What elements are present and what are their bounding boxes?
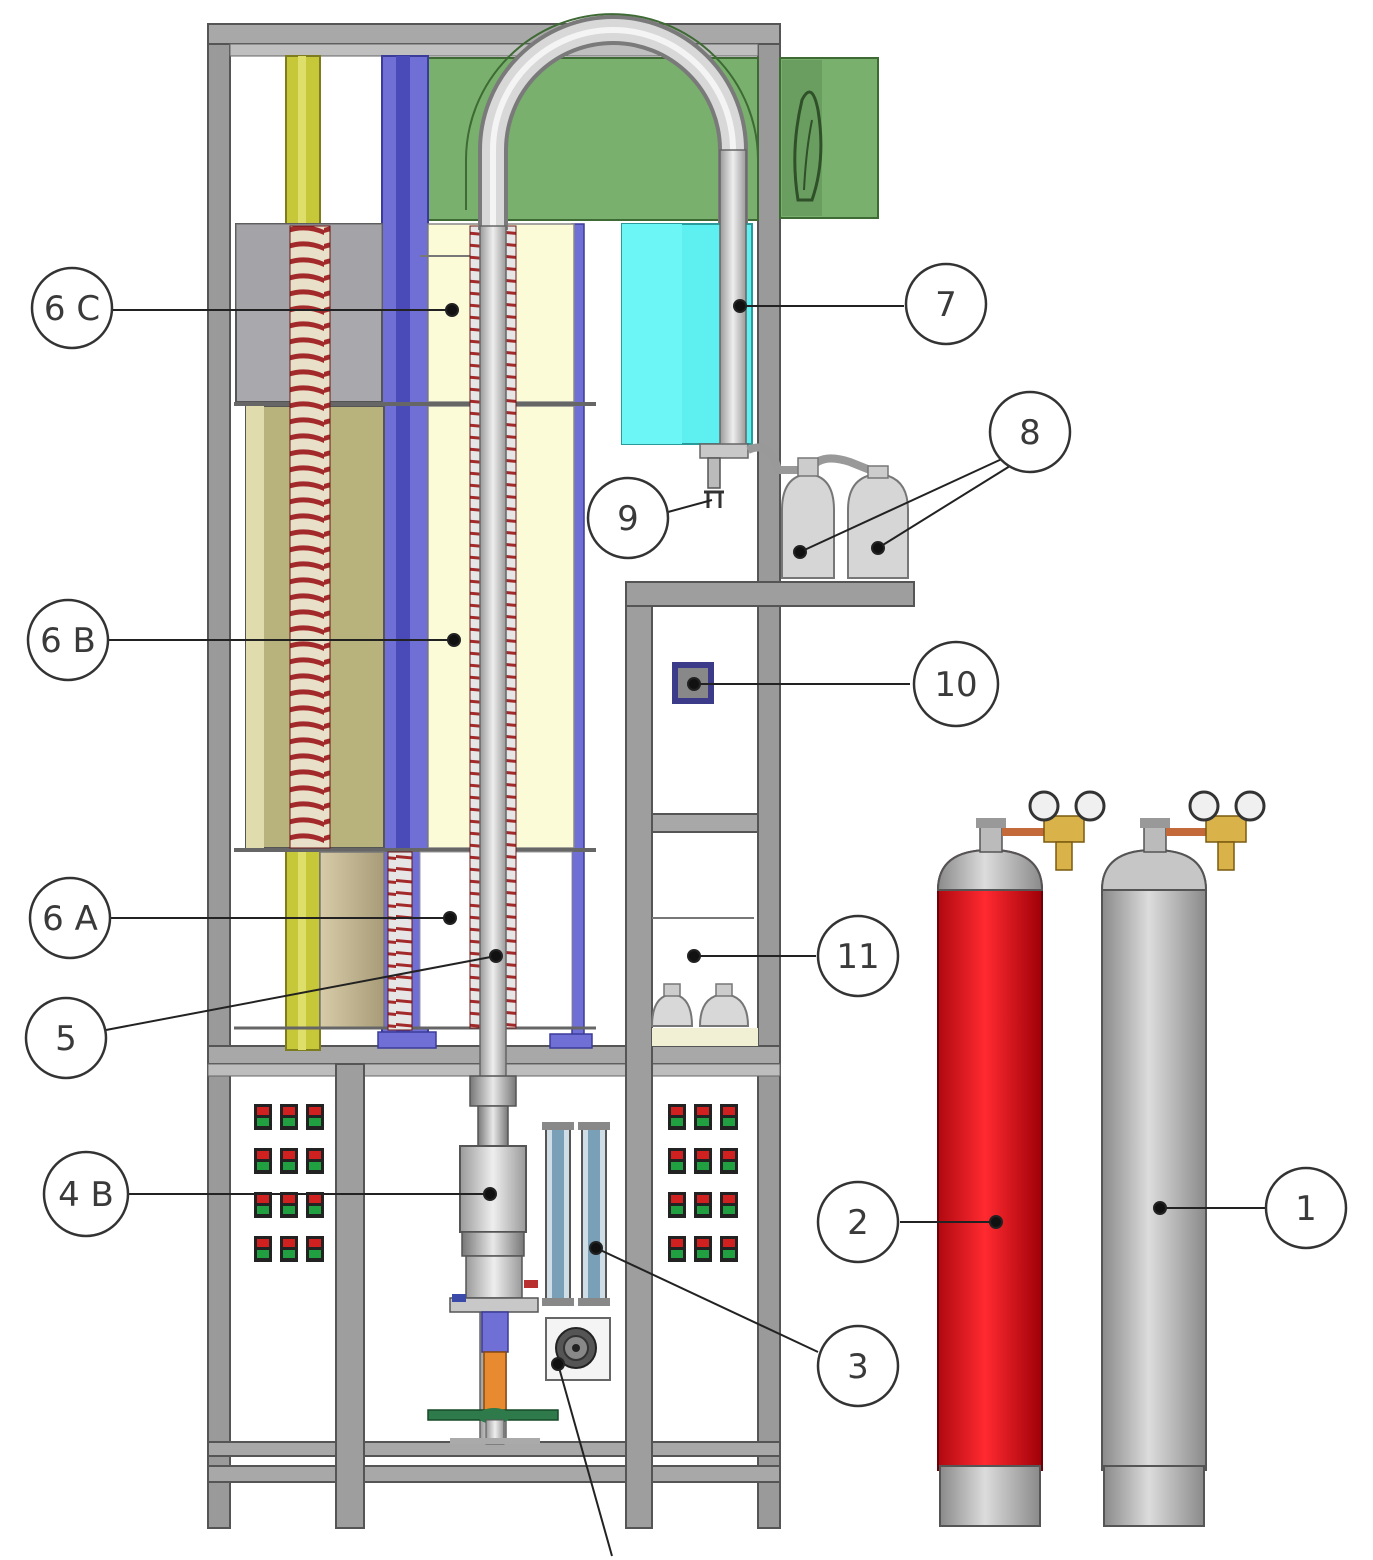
callout-8: 8 (988, 390, 1072, 474)
callout-6b: 6 B (26, 598, 110, 682)
callout-10: 10 (912, 640, 1000, 728)
support-frame (207, 23, 915, 1529)
control-panel-left (254, 1104, 324, 1262)
callout-5: 5 (24, 996, 108, 1080)
pressure-gauge (545, 1317, 611, 1381)
callout-1: 1 (1264, 1166, 1348, 1250)
heater-coil-left (289, 225, 331, 849)
fan-unit (779, 57, 879, 219)
callout-9: 9 (586, 476, 670, 560)
callout-7-label: 7 (935, 285, 957, 325)
sampling-valve (704, 457, 724, 508)
callout-3-label: 3 (847, 1347, 869, 1387)
liquid-traps (650, 917, 758, 1046)
callout-5-label: 5 (55, 1019, 77, 1059)
callout-7: 7 (904, 262, 988, 346)
callout-2: 2 (816, 1180, 900, 1264)
gas-cylinder-grey (1100, 790, 1266, 1527)
leader-lines (105, 299, 1268, 1557)
callout-11-label: 11 (836, 937, 879, 977)
callout-11: 11 (816, 914, 900, 998)
condenser (621, 149, 753, 459)
callout-10-label: 10 (934, 665, 977, 705)
callout-6c-label: 6 C (44, 289, 100, 329)
heater-coil-lower (387, 851, 413, 1031)
callout-9-label: 9 (617, 499, 639, 539)
callout-6a: 6 A (28, 876, 112, 960)
callout-4b-label: 4 B (58, 1175, 114, 1215)
callout-6b-label: 6 B (40, 621, 96, 661)
callout-8-label: 8 (1019, 413, 1041, 453)
callout-6a-label: 6 A (42, 899, 98, 939)
callout-4b: 4 B (42, 1150, 130, 1238)
control-panel-right (668, 1104, 738, 1262)
callout-3: 3 (816, 1324, 900, 1408)
callout-2-label: 2 (847, 1203, 869, 1243)
callout-6c: 6 C (30, 266, 114, 350)
callout-1-label: 1 (1295, 1189, 1317, 1229)
rotameters (542, 1122, 610, 1306)
gas-cylinder-red (936, 790, 1106, 1527)
feeder-assembly (427, 1075, 559, 1445)
